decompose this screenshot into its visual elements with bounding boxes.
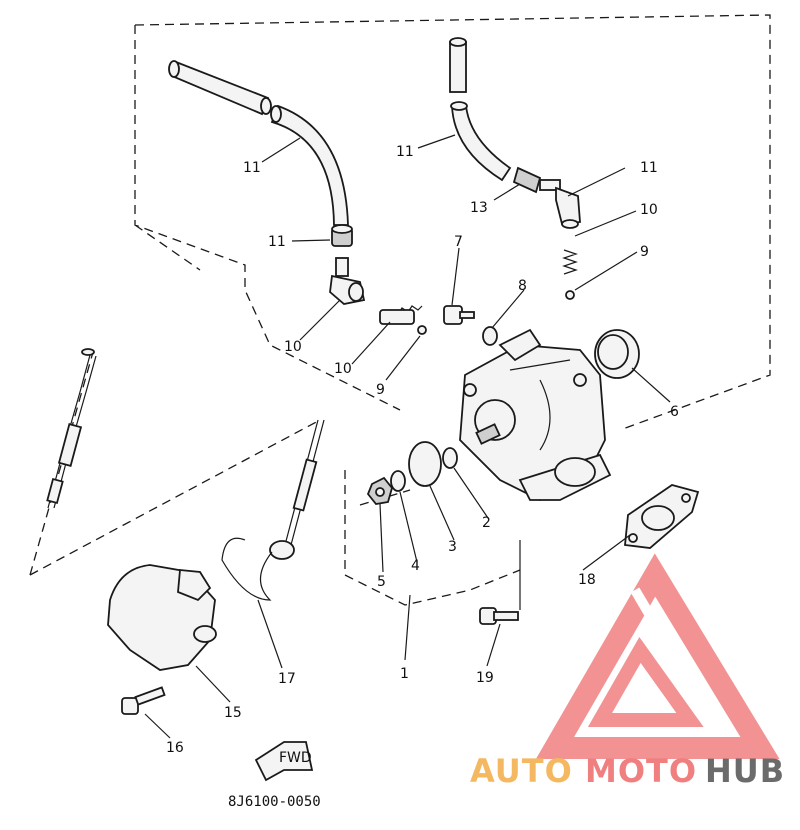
watermark-text: AUTO MOTO HUB [470, 752, 785, 790]
callout-10-right: 10 [640, 202, 658, 218]
watermark-auto: AUTO [470, 752, 573, 790]
callout-5: 5 [377, 574, 386, 590]
callout-2: 2 [482, 515, 491, 531]
spring-10-right [562, 249, 578, 275]
callout-14-right: 13 [470, 200, 488, 216]
pump-cable [46, 348, 97, 509]
hose-13 [449, 37, 512, 182]
callout-3: 3 [448, 539, 457, 555]
cable-routing-dashed [29, 344, 521, 606]
callout-7: 7 [454, 234, 463, 250]
ball-9-right [565, 290, 575, 300]
callout-16: 16 [166, 740, 184, 756]
assembly-boundary-dashed [134, 14, 771, 431]
callout-17: 17 [278, 671, 296, 687]
callout-labels: 11 11 11 13 11 10 10 10 9 9 7 8 6 2 3 4 … [166, 144, 679, 756]
watermark-moto: MOTO [585, 752, 697, 790]
oil-pump-body [459, 328, 612, 502]
diagram-code: 8J6100-0050 [228, 794, 321, 810]
callout-8: 8 [518, 278, 527, 294]
callout-15: 15 [224, 705, 242, 721]
callout-13: 11 [396, 144, 414, 160]
oil-seal-6 [594, 329, 640, 379]
cable-17 [221, 419, 325, 601]
washer-4 [390, 470, 406, 492]
joint-14-right [512, 166, 542, 194]
callout-14-left: 11 [268, 234, 286, 250]
callout-19: 19 [476, 670, 494, 686]
callout-1: 1 [400, 666, 409, 682]
washer-8 [482, 326, 498, 346]
spring-10-left [379, 305, 423, 325]
callout-12: 11 [243, 160, 261, 176]
bolt-19 [479, 607, 519, 625]
joint-14-left [331, 224, 353, 247]
screw-16 [121, 686, 166, 715]
ball-9-left [417, 325, 427, 335]
hose-12 [168, 60, 349, 226]
callout-4: 4 [411, 558, 420, 574]
plate-3 [408, 441, 442, 487]
callout-11-right: 11 [640, 160, 658, 176]
watermark-logo-icon [535, 553, 780, 759]
leader-lines [144, 134, 671, 739]
fitting-11-right [539, 179, 581, 229]
watermark-hub: HUB [705, 752, 785, 790]
callout-9-left: 9 [376, 382, 385, 398]
callout-11-left: 10 [284, 339, 302, 355]
pump-cover-15 [107, 564, 217, 671]
screw-7 [443, 305, 475, 325]
callout-6: 6 [670, 404, 679, 420]
fitting-11-left [329, 257, 366, 305]
washer-2 [442, 447, 458, 469]
gasket-18 [624, 484, 700, 549]
callout-9-right: 9 [640, 244, 649, 260]
callout-10-left: 10 [334, 361, 352, 377]
fwd-arrow-icon: FWD [254, 741, 314, 782]
fwd-label: FWD [279, 750, 312, 766]
nut-5 [366, 476, 393, 505]
callout-18: 18 [578, 572, 596, 588]
